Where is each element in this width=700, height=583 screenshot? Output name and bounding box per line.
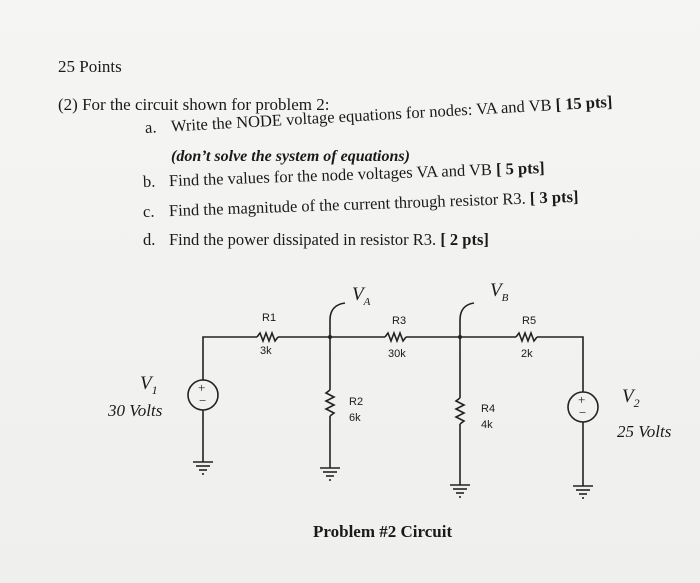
r3-resistor-icon [384, 330, 407, 344]
problem-intro: (2) For the circuit shown for problem 2: [58, 95, 330, 114]
question-d-text: Find the power dissipated in resistor R3… [169, 230, 437, 249]
r2-resistor-icon [324, 389, 336, 417]
question-a-note: (don’t solve the system of equations) [171, 148, 410, 165]
v2-plus: + [578, 392, 586, 407]
v2-minus: − [579, 405, 587, 420]
vb-node-dot [458, 335, 462, 339]
ground-icon-r4 [450, 484, 470, 498]
ground-icon-v2 [573, 485, 593, 499]
r3-value: 30k [388, 348, 406, 360]
va-node-label: VA [352, 284, 371, 308]
r5-resistor-icon [515, 330, 538, 344]
question-d: d. Find the power dissipated in resistor … [143, 230, 489, 250]
va-node-dot [328, 335, 332, 339]
r3-name: R3 [392, 315, 407, 327]
v1-label: V1 [140, 373, 158, 397]
r1-resistor-icon [256, 330, 279, 344]
v2-value: 25 Volts [617, 422, 672, 441]
question-d-label: d. [143, 230, 156, 249]
circuit-caption: Problem #2 Circuit [313, 522, 453, 541]
r1-name: R1 [262, 312, 277, 324]
r5-value: 2k [521, 348, 533, 360]
r5-name: R5 [522, 315, 537, 327]
v1-minus: − [199, 393, 207, 408]
points-heading: 25 Points [58, 57, 122, 76]
r4-resistor-icon [454, 397, 466, 425]
v2-label: V2 [622, 386, 640, 410]
r2-name: R2 [349, 396, 364, 408]
ground-icon-v1 [193, 461, 213, 475]
r2-value: 6k [349, 412, 361, 424]
v1-plus: + [198, 380, 206, 395]
r1-value: 3k [260, 345, 272, 357]
ground-icons [193, 461, 593, 499]
r4-name: R4 [481, 403, 496, 415]
v1-value: 30 Volts [108, 401, 163, 420]
vb-node-label: VB [490, 280, 509, 304]
r4-value: 4k [481, 419, 493, 431]
va-node-probe-icon [329, 302, 346, 337]
question-d-points: [ 2 pts] [440, 230, 489, 249]
wire-top-left [202, 336, 257, 380]
vb-node-probe-icon [459, 302, 475, 337]
ground-icon-r2 [320, 467, 340, 481]
